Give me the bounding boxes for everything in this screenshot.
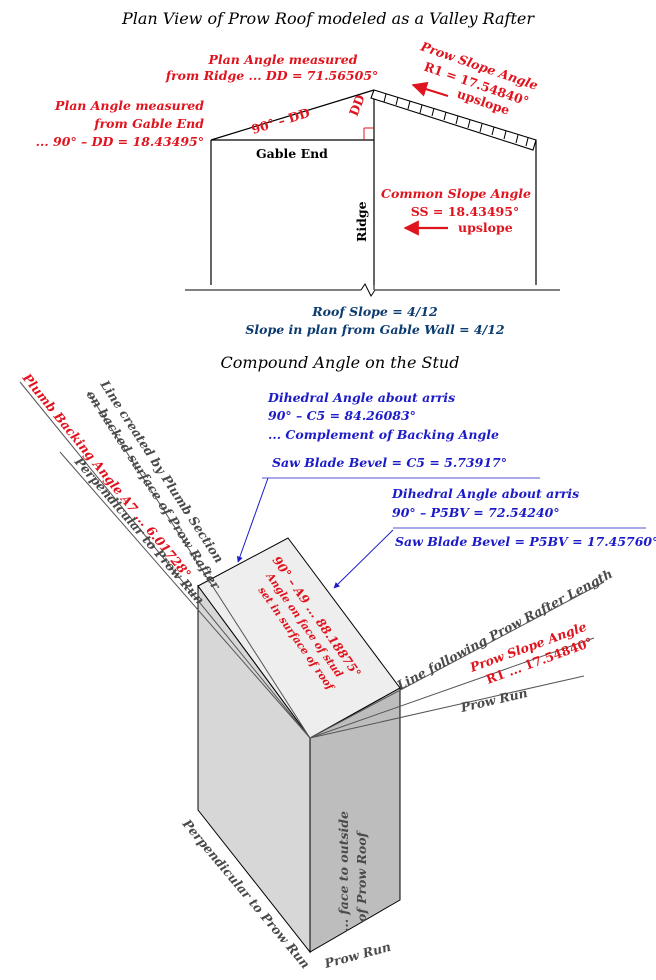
plan-angle-gable-line2: from Gable End <box>93 116 204 131</box>
left-roof-edge <box>210 89 375 141</box>
perpendicular-prow-run-line <box>59 451 311 739</box>
compound-title: Compound Angle on the Stud <box>221 353 460 372</box>
ground-line <box>185 283 560 297</box>
dihedral1-line2: 90° – C5 = 84.26083° <box>268 408 416 423</box>
line-created-plumb <box>87 391 311 739</box>
ridge-label: Ridge <box>354 201 369 242</box>
dihedral2-line2: 90° – P5BV = 72.54240° <box>392 505 560 520</box>
prow-run-label: Prow Run <box>458 685 529 715</box>
stud-block <box>197 537 401 954</box>
slope-plan-label: Slope in plan from Gable Wall = 4/12 <box>245 322 505 337</box>
dihedral1-line3: ... Complement of Backing Angle <box>268 427 499 442</box>
plan-view: Plan View of Prow Roof modeled as a Vall… <box>36 9 560 337</box>
face-outside-line1: ... face to outside <box>336 811 351 932</box>
dihedral1-line1: Dihedral Angle about arris <box>267 390 455 405</box>
prow-upslope-arrow <box>411 81 449 98</box>
common-slope-label-line1: Common Slope Angle <box>381 186 531 201</box>
plan-angle-ridge-line2: from Ridge ... DD = 71.56505° <box>165 68 379 83</box>
plan-angle-gable-line1: Plan Angle measured <box>54 98 204 113</box>
plumb-backing-line <box>19 381 311 739</box>
angle-dd: DD <box>346 92 368 118</box>
roof-slope-label: Roof Slope = 4/12 <box>311 304 438 319</box>
reference-lines <box>19 381 605 739</box>
line-following-rafter <box>309 581 605 739</box>
saw-blade-bevel-c5: Saw Blade Bevel = C5 = 5.73917° <box>272 455 507 470</box>
right-angle-marker <box>363 127 374 140</box>
plan-title: Plan View of Prow Roof modeled as a Vall… <box>121 9 535 28</box>
prow-run-line <box>309 675 585 739</box>
face-outside-line2: of Prow Roof <box>354 829 369 922</box>
angle-90-minus-dd: 90° – DD <box>249 105 311 137</box>
prow-rafter-hatched <box>370 89 537 151</box>
dihedral2-line1: Dihedral Angle about arris <box>391 486 579 501</box>
gable-end-label: Gable End <box>256 146 328 161</box>
prow-run-bottom: Prow Run <box>322 939 393 971</box>
dihedral1-leader <box>236 477 269 563</box>
plan-angle-gable-line3: ... 90° – DD = 18.43495° <box>36 134 204 149</box>
compound-angle-view: Compound Angle on the Stud Dihedral Angl… <box>19 353 656 971</box>
common-slope-label-line3: upslope <box>458 220 513 235</box>
common-slope-label-line2: SS = 18.43495° <box>411 204 519 219</box>
plan-building <box>210 89 537 285</box>
saw-blade-bevel-p5bv: Saw Blade Bevel = P5BV = 17.45760° <box>395 534 656 549</box>
plan-angle-ridge-line1: Plan Angle measured <box>208 52 358 67</box>
prow-slope-line <box>309 637 595 739</box>
dihedral2-leader <box>333 529 394 589</box>
stud-right-face <box>309 687 401 953</box>
